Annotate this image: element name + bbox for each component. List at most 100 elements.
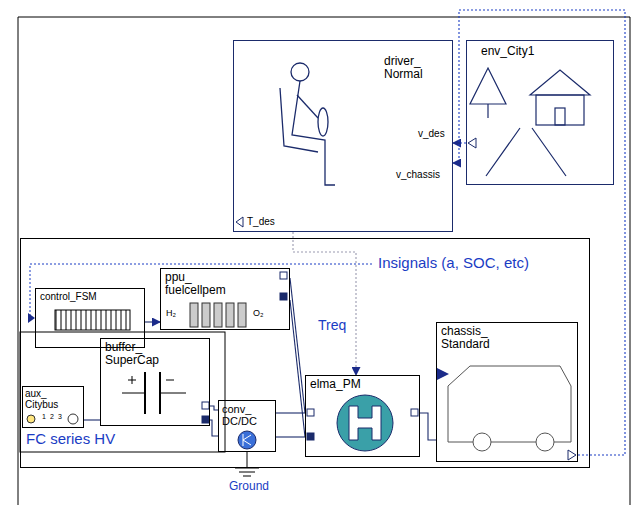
steering-wheel: [318, 108, 328, 136]
pin-square: [280, 293, 287, 300]
block-box: aux_ Citybus: [22, 386, 84, 428]
connector: [84, 419, 100, 420]
output-port: [468, 138, 476, 148]
cell-plate: [226, 303, 234, 327]
cell-plate: [214, 303, 222, 327]
arrowhead: [28, 313, 35, 323]
connector: [210, 420, 218, 436]
house-door: [555, 108, 565, 125]
fuel-cell-stack: [190, 303, 246, 327]
block-name: chassis_ Standard: [441, 325, 490, 351]
minus-sign: [166, 380, 174, 381]
signal-name: T_des: [247, 216, 275, 227]
text-group: env_City1: [481, 45, 534, 58]
connector: [453, 10, 625, 455]
text-group: control_FSM: [40, 291, 97, 302]
connector: [276, 436, 305, 437]
driver-head: [291, 63, 309, 81]
pin-number: 1: [42, 413, 46, 421]
road: [486, 128, 566, 176]
block-box: buffer_ SuperCap: [100, 338, 210, 426]
connector: [453, 142, 466, 143]
transistor-mark: [243, 434, 251, 446]
text-group: conv_ DC/DC: [222, 403, 257, 427]
text-group: FC series HV: [26, 431, 115, 448]
pin-square: [307, 433, 314, 440]
machine-h-mark: [349, 406, 381, 440]
block-name: driver_ Normal: [384, 55, 423, 81]
environment-picture: [470, 68, 590, 176]
output-port: [568, 450, 576, 460]
capacitor-symbol: [122, 372, 186, 414]
block-box: elma_PM: [305, 375, 420, 457]
input-port: [437, 368, 449, 380]
gas-label: H₂: [166, 309, 176, 319]
cell-plate: [238, 303, 246, 327]
output-port: [236, 217, 243, 227]
machine-icon: [337, 395, 393, 451]
outer-frame: [18, 17, 630, 505]
group-box: [20, 332, 225, 452]
house-roof: [530, 70, 590, 95]
pin-square: [202, 402, 209, 409]
connector: [290, 278, 305, 413]
text-group: buffer_ SuperCap: [105, 341, 159, 367]
connector: [290, 300, 305, 437]
tree-trunk: [487, 104, 488, 118]
pin-number: 2: [50, 413, 54, 421]
motor-symbol: [68, 414, 78, 424]
tree: [470, 68, 506, 104]
vehicle-body: [448, 366, 571, 442]
block-box: env_City1: [466, 40, 614, 185]
signal-name: v_chassis: [396, 169, 440, 180]
block-name: control_FSM: [40, 291, 97, 302]
block-box: ppu_ fuelcellpem: [160, 268, 290, 330]
connector: [293, 232, 356, 375]
block-name: env_City1: [481, 45, 534, 58]
block-box: control_FSM: [35, 288, 145, 348]
text-group: ppu_ fuelcellpem: [165, 271, 226, 297]
system-box: FC series HV control_FSM ppu_ fuelcellpem a…: [20, 238, 590, 468]
gas-label: O₂: [253, 309, 264, 319]
driver-body: [292, 81, 335, 185]
block-name: aux_ Citybus: [25, 388, 58, 410]
ground-label: Ground: [229, 480, 269, 493]
lamp-symbol: [27, 415, 35, 423]
connector: [420, 413, 436, 440]
pin-square: [307, 409, 314, 416]
wheel: [536, 433, 554, 451]
block-name: buffer_ SuperCap: [105, 341, 159, 367]
capacitor-lead: [122, 393, 186, 394]
signal-name: v_des: [418, 128, 445, 139]
connector: [276, 412, 305, 413]
plus-sign: [128, 376, 136, 384]
block-name: elma_PM: [310, 378, 361, 391]
text-group: chassis_ Standard: [441, 325, 490, 351]
text-group: elma_PM: [310, 378, 361, 391]
pin-square: [280, 272, 287, 279]
cell-plate: [202, 303, 210, 327]
wheel: [473, 433, 491, 451]
signal-note: Insignals (a, SOC, etc): [378, 255, 529, 272]
driver-figure: [280, 63, 335, 185]
ground-symbol: [235, 452, 259, 476]
block-name: conv_ DC/DC: [222, 403, 257, 427]
connector: [145, 321, 160, 322]
text-group: driver_ Normal: [384, 55, 423, 81]
block-name: ppu_ fuelcellpem: [165, 271, 226, 297]
pin-number: 3: [58, 413, 62, 421]
block-box: chassis_ Standard: [436, 322, 578, 462]
connector: [210, 406, 218, 410]
house-wall: [536, 95, 584, 125]
pin-square: [202, 416, 209, 423]
block-name: FC series HV: [26, 431, 115, 448]
converter-icon: [238, 431, 256, 449]
driver-seat: [280, 88, 318, 152]
edge-label: Treq: [318, 318, 346, 333]
state-machine-bar: [55, 310, 130, 330]
cell-plate: [190, 303, 198, 327]
block-box: conv_ DC/DC: [218, 400, 276, 452]
pin-square: [411, 409, 418, 416]
driver-arm: [297, 95, 318, 118]
